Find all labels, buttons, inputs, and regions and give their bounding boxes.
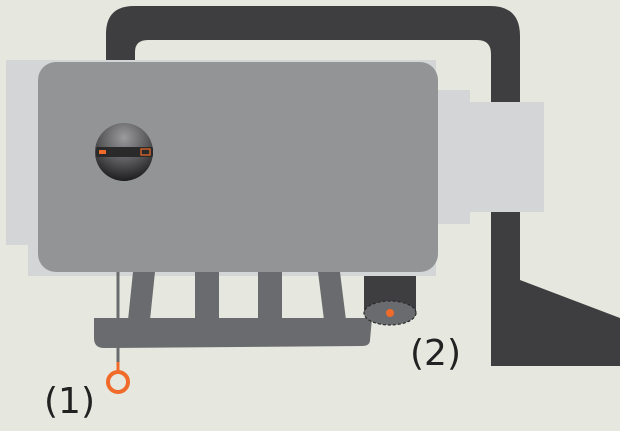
drain-plug-marker xyxy=(386,309,394,317)
side-extension xyxy=(430,90,544,224)
exhaust-pipe xyxy=(106,6,620,366)
oil-fill-cap xyxy=(95,123,153,181)
leg-2 xyxy=(195,272,219,320)
dipstick-ring xyxy=(106,370,130,394)
callout-label-2: (2) xyxy=(410,333,461,374)
leg-3 xyxy=(258,272,282,320)
oil-pan xyxy=(94,318,372,348)
leg-1 xyxy=(128,272,155,320)
callout-label-1: (1) xyxy=(44,381,95,422)
leg-4 xyxy=(318,272,346,320)
main-housing xyxy=(38,62,438,272)
